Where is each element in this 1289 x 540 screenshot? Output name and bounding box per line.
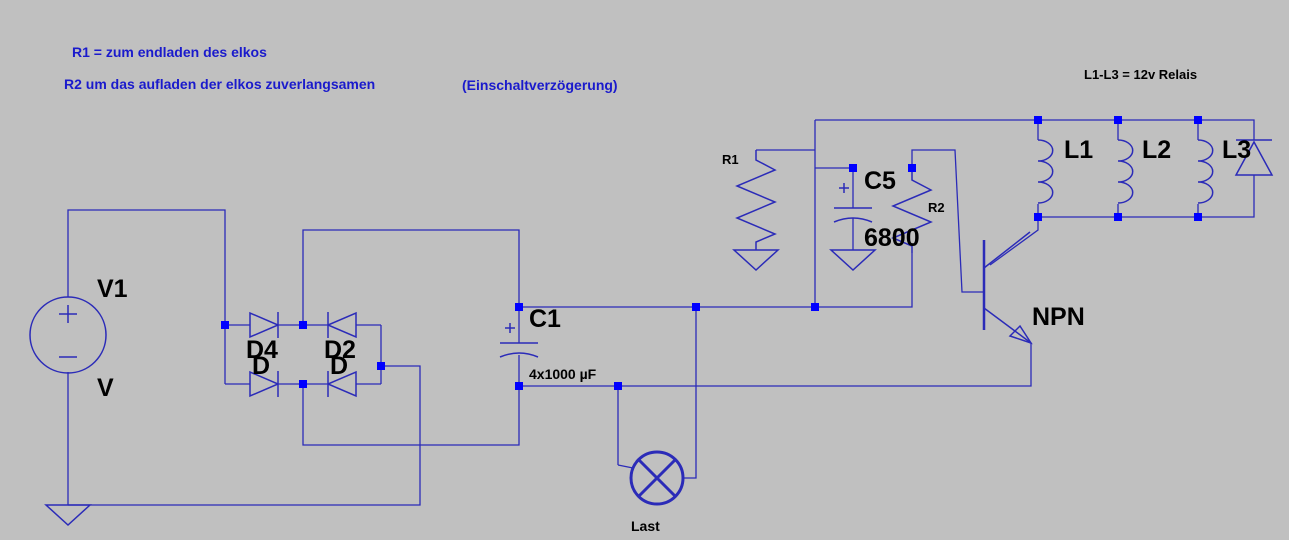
label-v1-name: V1	[97, 275, 128, 303]
label-c5-value: 6800	[864, 224, 920, 252]
label-d2-name: D2	[324, 336, 356, 364]
label-d2-value: D	[330, 352, 348, 380]
lamp-load	[617, 450, 685, 506]
voltage-source-v1	[29, 296, 107, 374]
label-npn: NPN	[1032, 303, 1085, 331]
wires	[67, 119, 1255, 506]
note-delay: (Einschaltverzögerung)	[462, 77, 618, 93]
label-l3: L3	[1222, 136, 1251, 164]
relay-coils	[1037, 139, 1214, 204]
npn-transistor	[982, 231, 1033, 345]
label-d4-value: D	[252, 352, 270, 380]
ground-symbol-c5	[829, 249, 877, 272]
junction-dots	[221, 116, 1202, 390]
label-v1-value: V	[97, 374, 114, 402]
ground-symbol-r1	[732, 249, 780, 272]
label-r1-name: R1	[722, 152, 739, 167]
capacitor-c5	[833, 183, 873, 223]
label-c5-name: C5	[864, 167, 896, 195]
label-c1-value: 4x1000 µF	[529, 366, 597, 382]
capacitor-c1	[499, 323, 539, 358]
label-lamp: Last	[631, 518, 660, 534]
resistor-r1	[735, 150, 777, 250]
freewheel-diode	[1234, 139, 1274, 176]
resistor-r2	[891, 168, 933, 253]
note-relais: L1-L3 = 12v Relais	[1084, 67, 1197, 82]
label-c1-name: C1	[529, 305, 561, 333]
ground-symbol	[44, 504, 92, 527]
note-r2: R2 um das aufladen der elkos zuverlangsa…	[64, 76, 375, 92]
note-r1: R1 = zum endladen des elkos	[72, 44, 267, 60]
bridge-diodes	[249, 311, 357, 398]
label-r2-name: R2	[928, 200, 945, 215]
label-d4-name: D4	[246, 336, 278, 364]
label-l1: L1	[1064, 136, 1093, 164]
label-l2: L2	[1142, 136, 1171, 164]
